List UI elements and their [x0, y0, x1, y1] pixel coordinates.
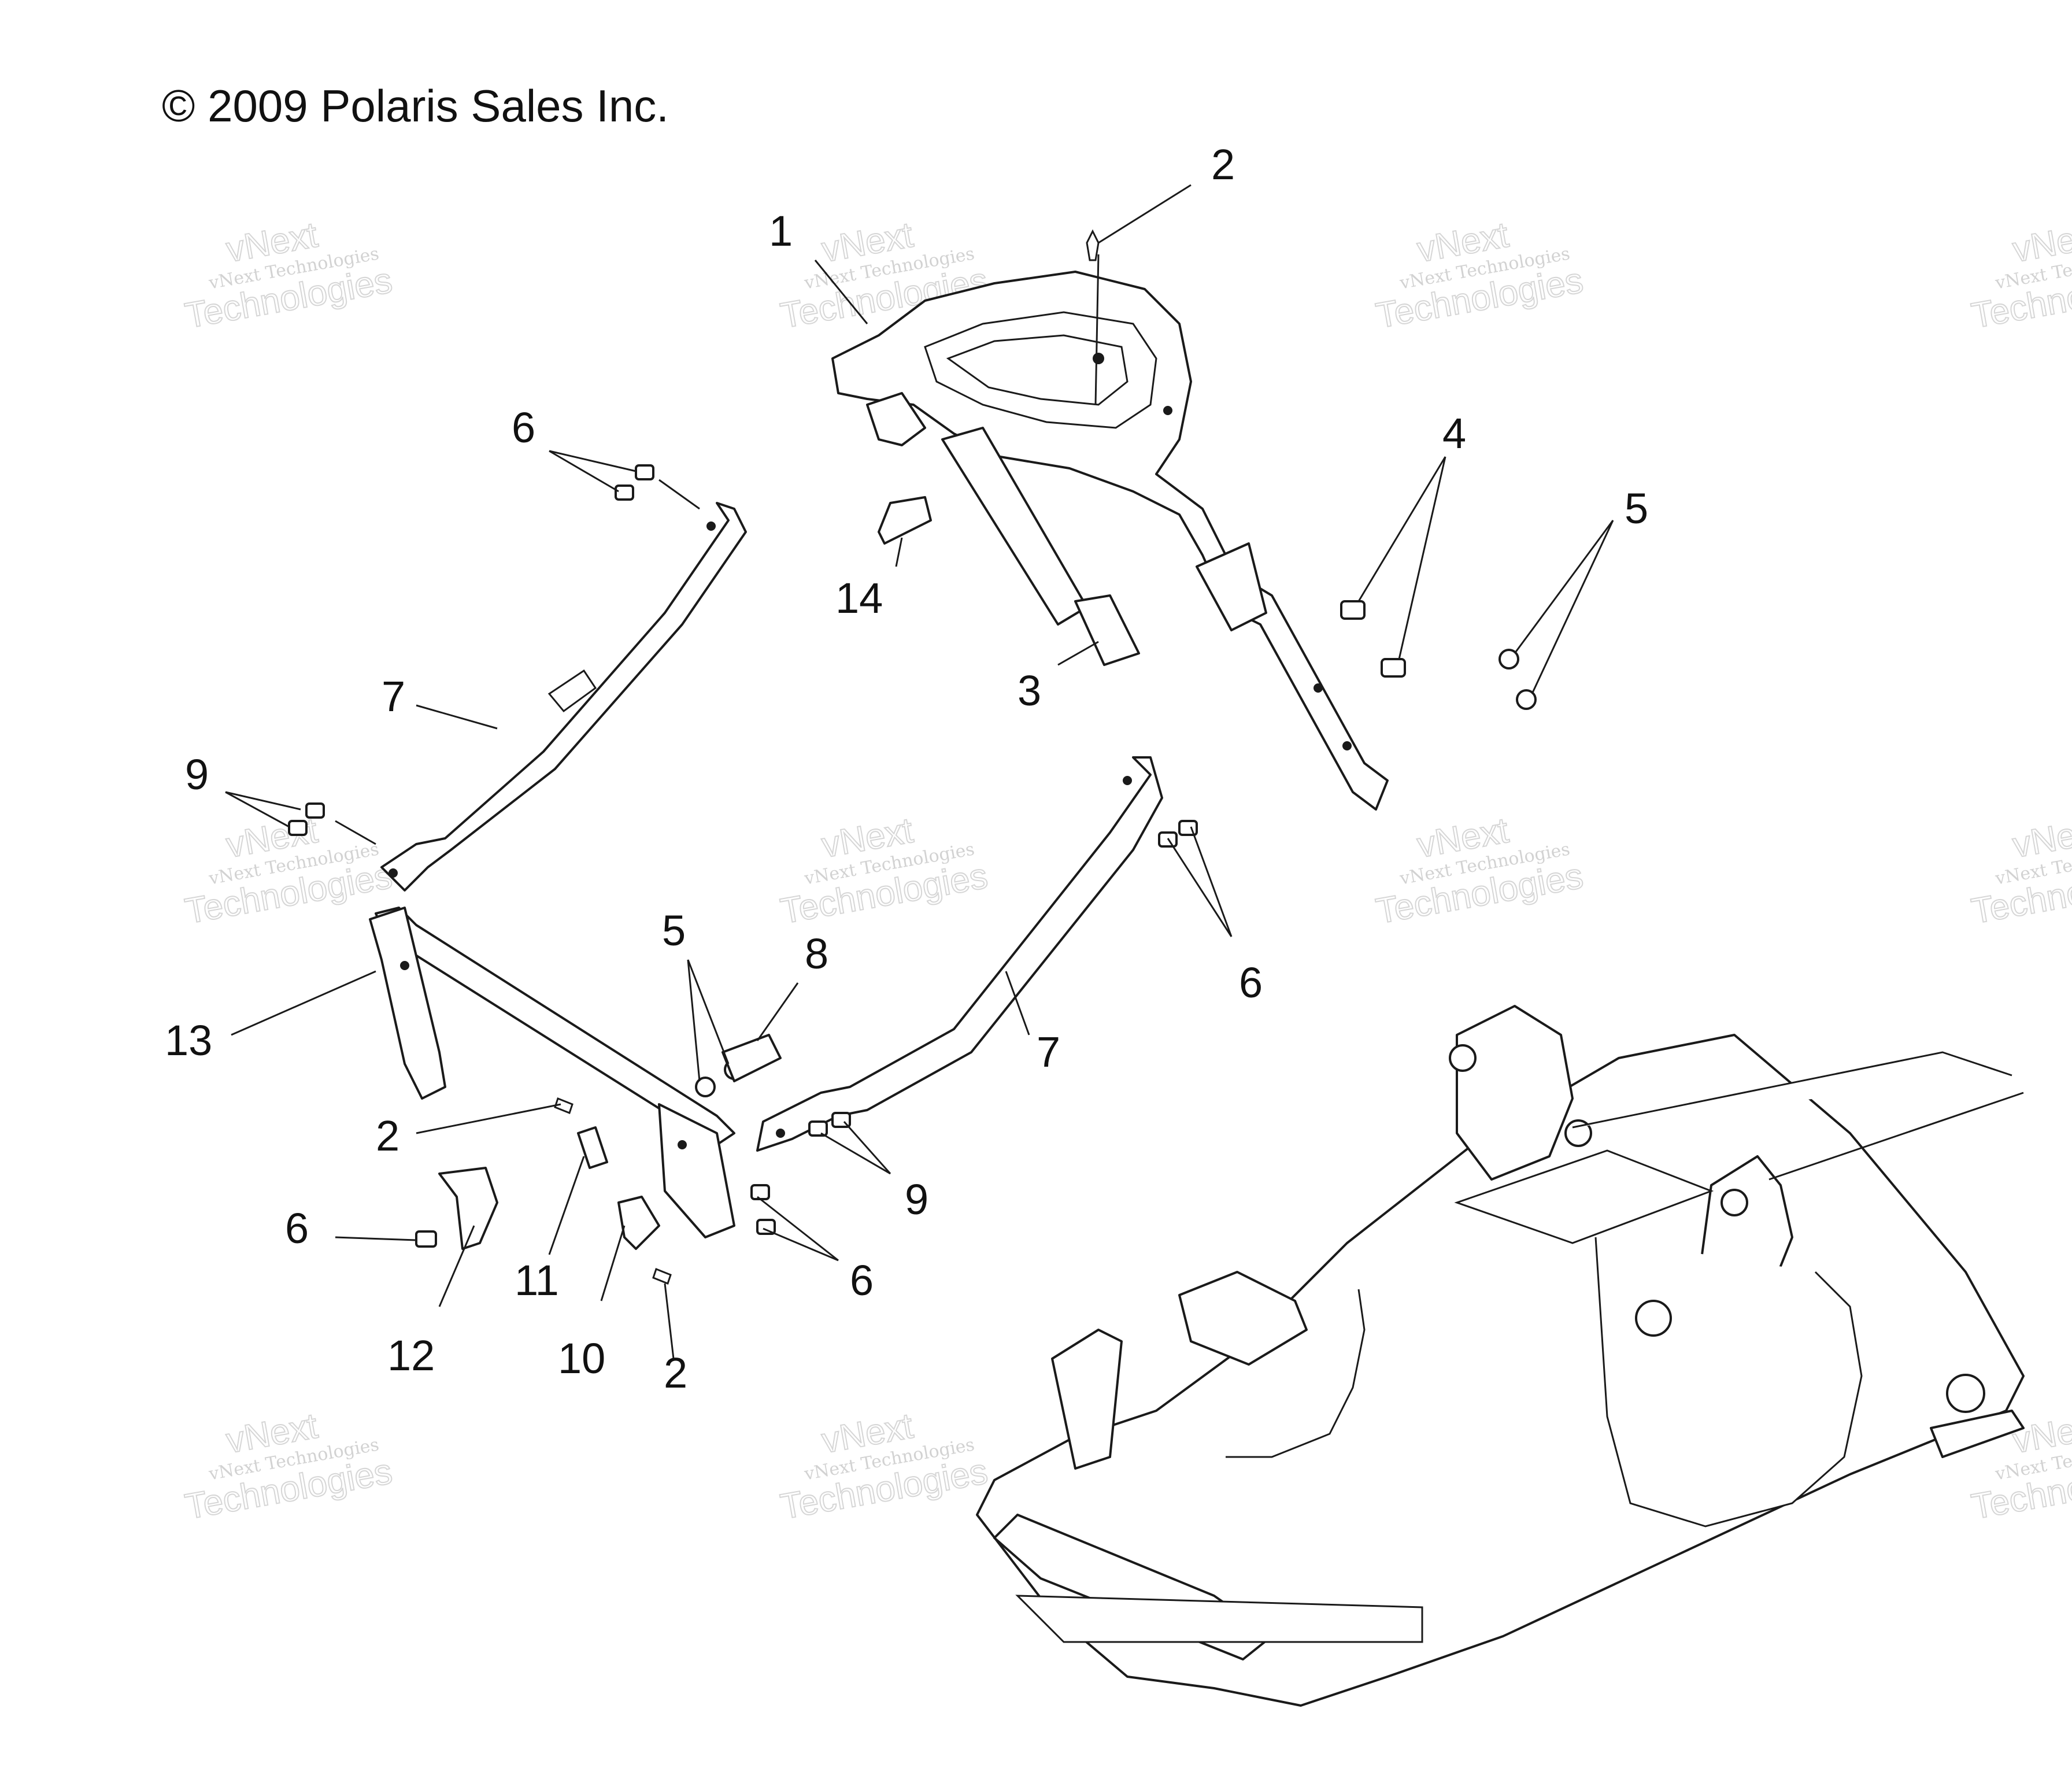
callout-14: 14: [835, 574, 883, 622]
callout-13: 13: [165, 1016, 212, 1064]
part-6-bolt-e: [750, 1184, 770, 1200]
part-2-bolt-top: [1086, 229, 1100, 261]
callout-9-lower: 9: [905, 1175, 928, 1223]
callout-2-bottom: 2: [664, 1349, 687, 1397]
callout-4: 4: [1442, 409, 1466, 457]
part-2-pin-a: [554, 1097, 574, 1114]
hardware-group: [288, 229, 1537, 1285]
callout-labels: 1 2 2 2 3 4 5 5 6 6 6 6 7 7 8 9 9 10 11 …: [165, 140, 1648, 1397]
part-10-plate: [617, 1196, 660, 1250]
part-1-upper-frame: [831, 271, 1389, 811]
callout-2-top: 2: [1211, 140, 1235, 188]
callout-6-top-left: 6: [512, 404, 535, 452]
part-6-bolt-a: [635, 464, 654, 480]
callout-6-lower: 6: [850, 1256, 874, 1304]
callout-10: 10: [558, 1334, 605, 1382]
callout-1: 1: [769, 207, 793, 255]
part-4-bolt-a: [1340, 600, 1366, 620]
part-6-bolt-f: [756, 1219, 776, 1235]
part-13-crossbar: [369, 907, 735, 1238]
part-7-right-strut: [756, 756, 1163, 1152]
callout-9-left: 9: [185, 750, 209, 798]
part-8-plate: [722, 1034, 782, 1082]
part-2-pin-b: [652, 1268, 672, 1285]
part-14-clip: [878, 496, 932, 545]
part-3-pad: [1074, 594, 1140, 666]
callout-5-middle: 5: [662, 907, 686, 955]
part-7-left-strut: [380, 502, 747, 892]
part-11-clip: [577, 1126, 608, 1169]
part-5-nut-a: [1498, 649, 1519, 670]
part-6-bolt-d: [1178, 820, 1198, 836]
callout-7-lower: 7: [1037, 1028, 1060, 1076]
part-5-nut-c: [695, 1077, 716, 1097]
copyright-text: © 2009 Polaris Sales Inc.: [162, 80, 669, 131]
part-9-bolt-a: [305, 802, 325, 819]
callout-6-right: 6: [1239, 959, 1263, 1007]
part-6-bolt-b: [615, 484, 634, 501]
callout-12: 12: [387, 1332, 435, 1379]
callout-7-left: 7: [382, 672, 405, 720]
callout-2-left: 2: [376, 1112, 399, 1160]
part-5-nut-b: [1516, 689, 1537, 710]
part-9-bolt-c: [808, 1120, 828, 1137]
part-4-bolt-b: [1381, 658, 1406, 678]
callout-8: 8: [805, 930, 828, 978]
callout-6-left: 6: [285, 1204, 309, 1252]
part-9-bolt-b: [288, 820, 308, 836]
part-12-bracket: [438, 1167, 498, 1250]
part-6-bolt-g: [415, 1230, 437, 1248]
callout-5-right: 5: [1625, 484, 1648, 532]
leader-lines: [225, 184, 1614, 1359]
callout-3: 3: [1018, 667, 1041, 715]
callout-11: 11: [515, 1256, 559, 1304]
chassis-assembly: [976, 1005, 2025, 1707]
